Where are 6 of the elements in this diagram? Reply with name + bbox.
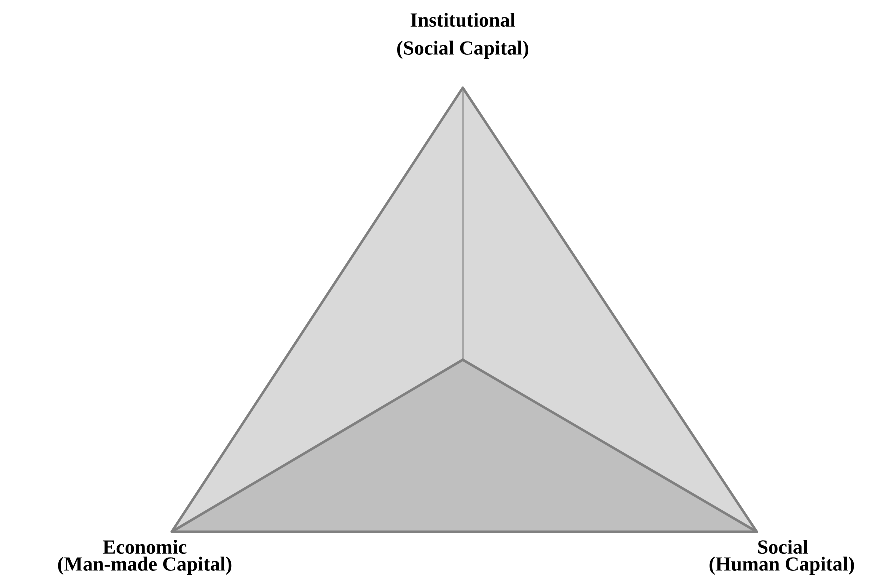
vertex-label: (Man-made Capital) — [58, 556, 232, 576]
vertex-label: Economic — [103, 540, 187, 554]
vertex-label: Social — [758, 540, 808, 554]
vertex-label: (Human Capital) — [710, 556, 854, 576]
vertex-label: Institutional — [410, 12, 516, 28]
vertex-label: (Social Capital) — [398, 40, 529, 60]
